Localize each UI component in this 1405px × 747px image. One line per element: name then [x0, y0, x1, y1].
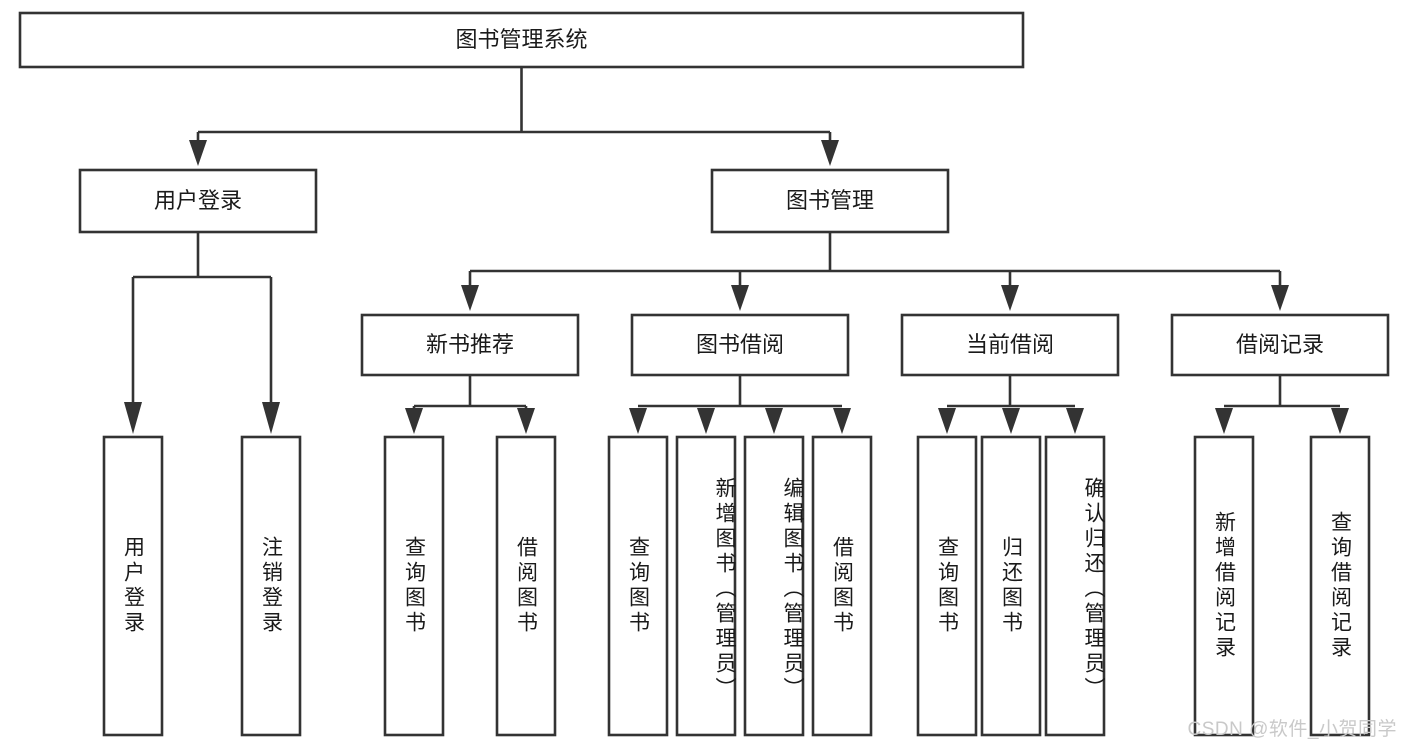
leaf-box-book-borrow-2[interactable] [675, 435, 737, 737]
arrow-head-bookborrow-leaf-2 [697, 408, 715, 434]
arrow-head-borrow-record [1271, 285, 1289, 311]
arrow-head-book-borrow [731, 285, 749, 311]
leaf-box-borrow-record-2[interactable] [1309, 435, 1371, 737]
node-current-borrow-label: 当前借阅 [966, 332, 1054, 357]
leaf-box-new-book-1[interactable] [383, 435, 445, 737]
connector-group-user-login [124, 232, 280, 434]
node-new-book-box[interactable] [360, 313, 580, 377]
node-book-borrow-label: 图书借阅 [696, 332, 784, 357]
node-root-box[interactable] [18, 11, 1025, 69]
arrow-head-bookborrow-leaf-4 [833, 408, 851, 434]
leaf-box-user-login-1[interactable] [102, 435, 164, 737]
node-new-book-label: 新书推荐 [426, 332, 514, 357]
arrow-head-currentborrow-leaf-2 [1002, 408, 1020, 434]
connector-group-root [189, 67, 839, 166]
leaf-box-borrow-record-1[interactable] [1193, 435, 1255, 737]
arrow-head-currentborrow-leaf-1 [938, 408, 956, 434]
arrow-head-user-leaf-2 [262, 402, 280, 434]
arrow-head-borrowrecord-leaf-2 [1331, 408, 1349, 434]
connector-group-book-manage [461, 232, 1289, 311]
leaf-box-new-book-2[interactable] [495, 435, 557, 737]
leaf-box-current-borrow-1[interactable] [916, 435, 978, 737]
csdn-watermark: CSDN @软件_小贺同学 [1187, 719, 1397, 740]
leaf-box-book-borrow-3[interactable] [743, 435, 805, 737]
arrow-head-bookborrow-leaf-3 [765, 408, 783, 434]
node-book-borrow-box[interactable] [630, 313, 850, 377]
arrow-head-currentborrow-leaf-3 [1066, 408, 1084, 434]
arrow-head-bookborrow-leaf-1 [629, 408, 647, 434]
connector-group-book-borrow [629, 375, 851, 434]
arrow-head-new-book [461, 285, 479, 311]
arrow-head-borrowrecord-leaf-1 [1215, 408, 1233, 434]
arrow-head-current-borrow [1001, 285, 1019, 311]
arrow-head-newbook-leaf-1 [405, 408, 423, 434]
leaf-box-book-borrow-4[interactable] [811, 435, 873, 737]
node-user-login-label: 用户登录 [154, 188, 242, 213]
node-borrow-record-box[interactable] [1170, 313, 1390, 377]
node-book-manage-box[interactable] [710, 168, 950, 234]
leaf-box-current-borrow-2[interactable] [980, 435, 1042, 737]
connector-group-borrow-record [1215, 375, 1349, 434]
connector-group-new-book [405, 375, 535, 434]
leaf-box-current-borrow-3[interactable] [1044, 435, 1106, 737]
node-borrow-record-label: 借阅记录 [1236, 332, 1324, 357]
node-book-manage-label: 图书管理 [786, 188, 874, 213]
leaf-box-book-borrow-1[interactable] [607, 435, 669, 737]
arrow-head-newbook-leaf-2 [517, 408, 535, 434]
arrow-head-user-login [189, 140, 207, 166]
node-current-borrow-box[interactable] [900, 313, 1120, 377]
connector-group-current-borrow [938, 375, 1084, 434]
arrow-head-user-leaf-1 [124, 402, 142, 434]
node-user-login-box[interactable] [78, 168, 318, 234]
node-root-label: 图书管理系统 [455, 27, 587, 52]
leaf-box-user-login-2[interactable] [240, 435, 302, 737]
arrow-head-book-manage [821, 140, 839, 166]
